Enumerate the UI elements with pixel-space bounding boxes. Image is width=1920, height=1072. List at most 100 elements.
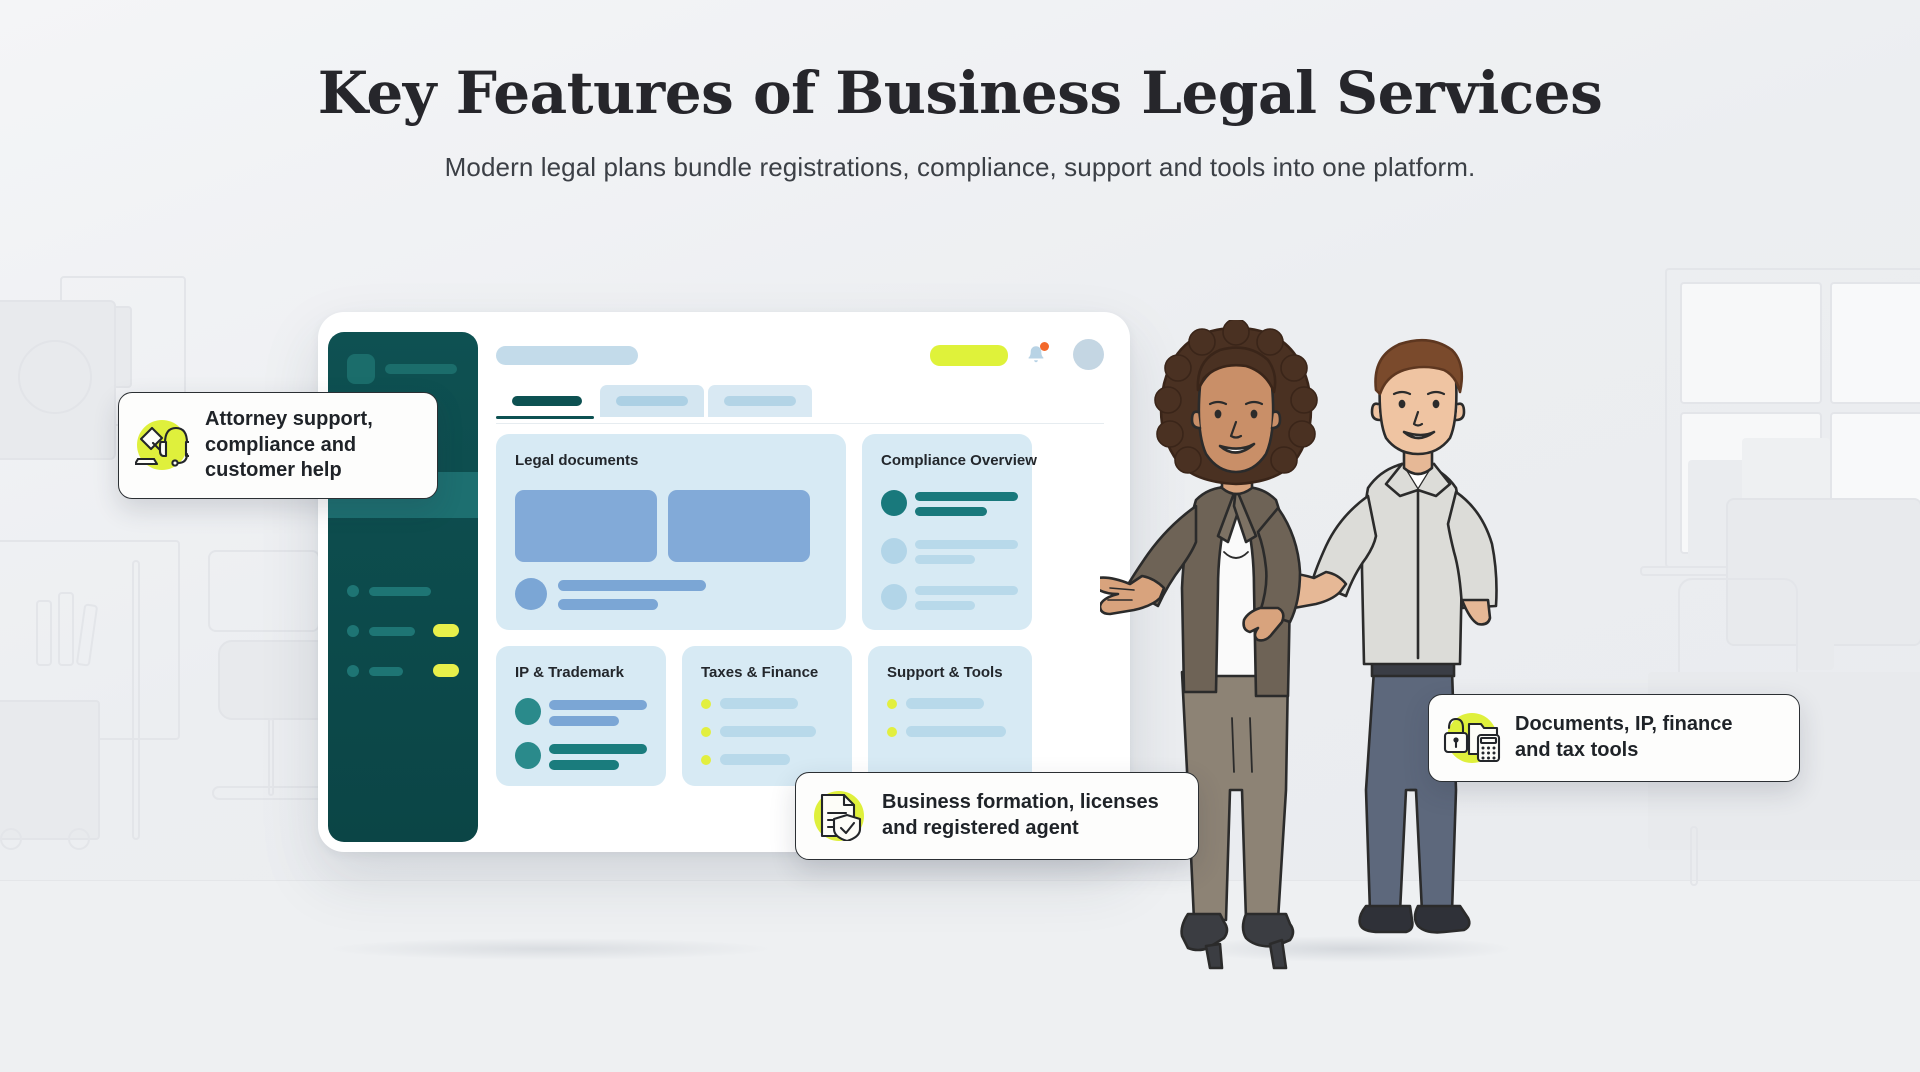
page-title: Key Features of Business Legal Services — [317, 59, 1603, 127]
row-avatar — [515, 742, 541, 769]
sidebar-item-label — [369, 587, 431, 596]
sidebar-item-icon — [347, 665, 359, 677]
row-line — [549, 744, 647, 754]
callout-business-formation[interactable]: Business formation, licenses and registe… — [795, 772, 1199, 860]
status-dot — [881, 584, 907, 610]
floor-line — [0, 880, 1920, 1072]
office-chair-left-stem — [268, 718, 274, 796]
tab-label — [616, 396, 688, 406]
document-tile[interactable] — [515, 490, 657, 562]
tab-label — [724, 396, 796, 406]
card-title: IP & Trademark — [515, 664, 624, 681]
sidebar-item[interactable] — [347, 584, 459, 598]
gavel-headset-icon — [133, 416, 191, 474]
status-dot — [881, 490, 907, 516]
office-chair-left-back — [208, 550, 320, 632]
card-support-tools[interactable]: Support & Tools — [868, 646, 1032, 786]
monitor-right — [1726, 498, 1920, 646]
whiteboard-left — [0, 300, 116, 460]
row-avatar — [515, 698, 541, 725]
document-tile[interactable] — [668, 490, 810, 562]
page-subtitle: Modern legal plans bundle registrations,… — [444, 151, 1476, 182]
card-compliance-overview[interactable]: Compliance Overview — [862, 434, 1037, 630]
row-line — [915, 492, 1018, 501]
window-pane-top-right — [1830, 282, 1920, 404]
two-business-people-illustration — [1100, 320, 1580, 980]
list-item-line — [558, 580, 706, 591]
list-item-avatar — [515, 578, 547, 610]
callout-attorney-support[interactable]: Attorney support, compliance and custome… — [118, 392, 438, 499]
app-logo-icon — [347, 354, 375, 384]
dashboard-tab-bar — [496, 382, 1104, 424]
office-chair-left-seat — [218, 640, 330, 720]
tab-label — [512, 396, 582, 406]
dashboard-card-grid: Legal documents Compliance Overview — [496, 434, 1104, 832]
search-input[interactable] — [496, 346, 638, 365]
document-shield-check-icon — [810, 787, 868, 845]
row-line — [720, 754, 790, 765]
page-header: Key Features of Business Legal Services … — [0, 59, 1920, 183]
callout-documents-tools[interactable]: Documents, IP, finance and tax tools — [1428, 694, 1800, 782]
row-line — [549, 700, 647, 710]
sidebar-item-badge — [433, 664, 459, 677]
bullet-dot — [701, 727, 711, 737]
list-item-line — [558, 599, 658, 610]
sidebar-item[interactable] — [347, 664, 459, 678]
monitor-stand-right — [1798, 640, 1834, 670]
tab-secondary[interactable] — [600, 385, 704, 417]
row-line — [915, 555, 975, 564]
tab-tertiary[interactable] — [708, 385, 812, 417]
desk-leg-right — [1690, 826, 1698, 886]
row-line — [915, 586, 1018, 595]
row-line — [549, 716, 619, 726]
people-ground-shadow — [1190, 936, 1510, 962]
callout-label: Attorney support, compliance and custome… — [205, 408, 373, 482]
bell-icon[interactable] — [1026, 342, 1049, 366]
card-ip-trademark[interactable]: IP & Trademark — [496, 646, 666, 786]
lock-folder-calculator-icon — [1443, 709, 1501, 767]
primary-cta-button[interactable] — [930, 345, 1008, 366]
card-title: Support & Tools — [887, 664, 1003, 681]
card-legal-documents[interactable]: Legal documents — [496, 434, 846, 630]
cabinet-wheel-right — [68, 828, 90, 850]
card-title: Taxes & Finance — [701, 664, 819, 681]
sidebar-nav-list — [347, 584, 459, 704]
book-a — [36, 600, 52, 666]
book-b — [58, 592, 74, 666]
window-pane-top-left — [1680, 282, 1822, 404]
bullet-dot — [701, 755, 711, 765]
row-line — [906, 726, 1006, 737]
status-dot — [881, 538, 907, 564]
app-logo-wordmark — [385, 364, 457, 374]
cabinet-left — [0, 700, 100, 840]
row-line — [915, 601, 975, 610]
card-taxes-finance[interactable]: Taxes & Finance — [682, 646, 852, 786]
card-title: Compliance Overview — [881, 452, 1037, 469]
notification-dot — [1040, 342, 1049, 351]
bullet-dot — [887, 727, 897, 737]
dashboard-ground-shadow — [330, 938, 770, 960]
dashboard-topbar — [496, 336, 1104, 382]
callout-label: Documents, IP, finance and tax tools — [1515, 713, 1733, 761]
avatar[interactable] — [1073, 339, 1104, 370]
sidebar-item-icon — [347, 585, 359, 597]
bullet-dot — [887, 699, 897, 709]
dashboard-mockup: Legal documents Compliance Overview — [318, 312, 1130, 852]
sidebar-item-badge — [433, 624, 459, 637]
row-line — [720, 698, 798, 709]
tab-active[interactable] — [496, 385, 594, 419]
sidebar-item[interactable] — [347, 624, 459, 638]
row-line — [906, 698, 984, 709]
row-line — [915, 507, 987, 516]
cabinet-wheel-left — [0, 828, 22, 850]
row-line — [915, 540, 1018, 549]
callout-label: Business formation, licenses and registe… — [882, 791, 1159, 839]
row-line — [720, 726, 816, 737]
row-line — [549, 760, 619, 770]
card-title: Legal documents — [515, 452, 639, 469]
woman-presenter — [1100, 320, 1318, 970]
sidebar-item-label — [369, 667, 403, 676]
partition-pole — [132, 560, 140, 840]
bullet-dot — [701, 699, 711, 709]
